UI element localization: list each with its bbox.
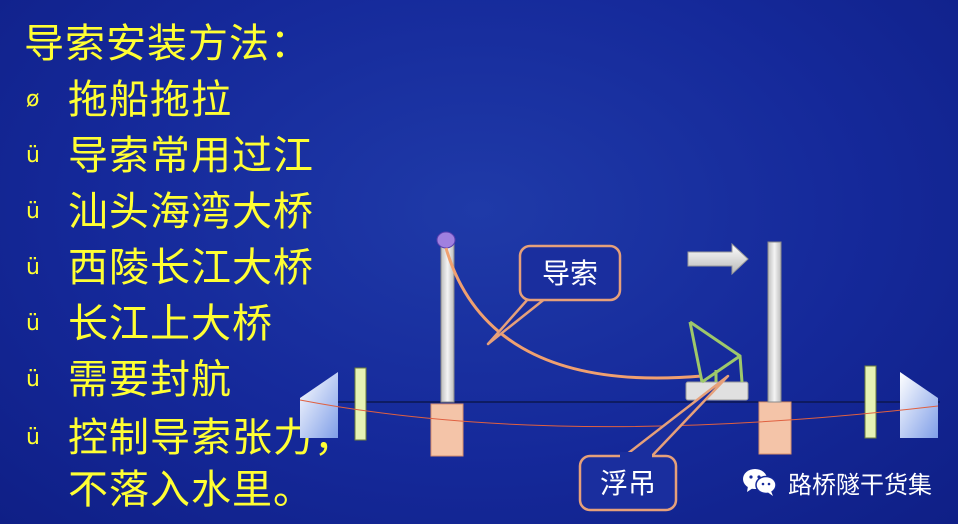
bullet-icon: ü: [26, 311, 41, 336]
list-item: ü 长江上大桥: [24, 296, 355, 352]
bullet-icon: ü: [26, 425, 41, 450]
list-item-text-continued: 不落入水里。: [68, 467, 314, 513]
list-item-text: 长江上大桥: [68, 301, 273, 347]
guide-cable: [444, 247, 703, 380]
lower-cable: [299, 399, 939, 428]
list-item-text: 需要封航: [68, 357, 232, 403]
bullet-icon: ü: [26, 143, 41, 168]
list-item-text: 导索常用过江: [68, 133, 314, 179]
bullet-icon: ü: [26, 367, 41, 392]
bullet-icon: ü: [26, 255, 41, 280]
list-item: ü 汕头海湾大桥: [24, 184, 355, 240]
list-item: ü 导索常用过江: [24, 128, 355, 184]
watermark: 路桥隧干货集: [742, 462, 932, 502]
move-right-arrow-icon: [687, 242, 749, 276]
method-list: ø 拖船拖拉 ü 导索常用过江 ü 汕头海湾大桥 ü 西陵长江大桥 ü 长江上大…: [24, 72, 355, 516]
right-tower: [767, 241, 782, 403]
list-item: ü 西陵长江大桥: [24, 240, 355, 296]
left-abutment: [300, 372, 338, 438]
bullet-icon: ü: [26, 199, 41, 224]
callout-guide-cable: 导索: [486, 244, 622, 346]
list-item-text: 西陵长江大桥: [68, 245, 314, 291]
list-item: ø 拖船拖拉: [24, 72, 355, 128]
bullet-icon: ø: [26, 87, 41, 112]
right-abutment: [900, 372, 938, 438]
callout-floating-crane-text: 浮吊: [600, 467, 656, 500]
callout-guide-cable-text: 导索: [542, 257, 598, 290]
list-item-text: 汕头海湾大桥: [68, 189, 314, 235]
left-pier: [430, 403, 464, 457]
list-item: ü 需要封航: [24, 352, 355, 408]
watermark-text: 路桥隧干货集: [788, 470, 932, 499]
list-item-text: 拖船拖拉: [68, 77, 232, 123]
wechat-icon: [743, 469, 777, 496]
tower-top-marker: [436, 231, 456, 249]
right-pier: [758, 401, 792, 455]
slide-title: 导索安装方法：: [24, 21, 311, 67]
right-anchor-post: [864, 365, 877, 439]
left-anchor-post: [354, 367, 367, 441]
callout-floating-crane: 浮吊: [578, 374, 730, 512]
